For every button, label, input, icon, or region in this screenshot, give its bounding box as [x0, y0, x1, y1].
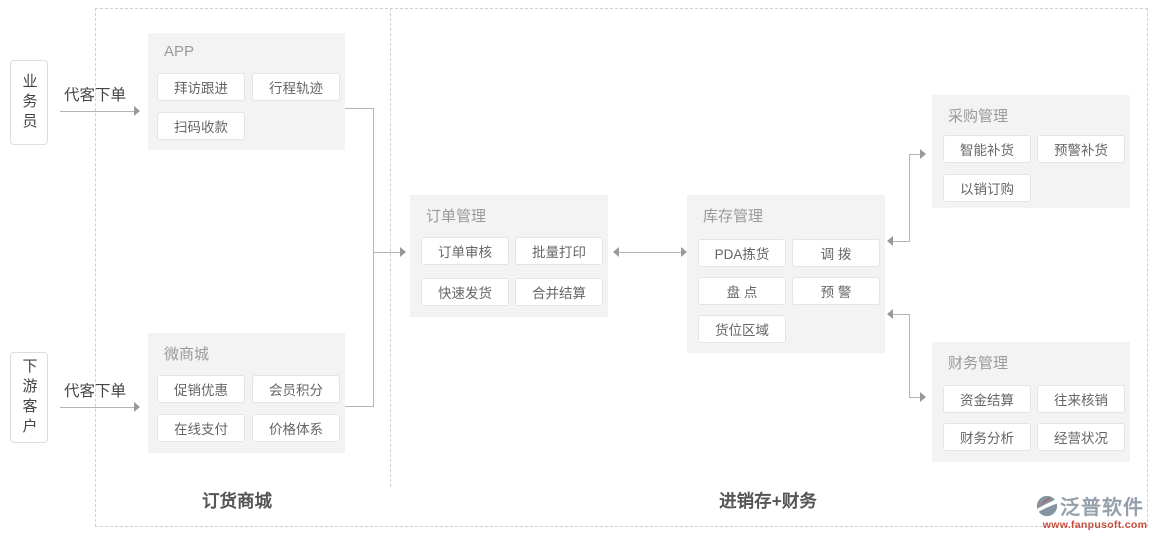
actor-downstream-customer: 下游客户 [10, 352, 48, 443]
diagram-dashed-border [95, 8, 1148, 527]
feature-member-points: 会员积分 [252, 375, 340, 403]
arrow-salesperson-to-app [60, 111, 136, 112]
panel-finance-management: 财务管理 资金结算 往来核销 财务分析 经营状况 [932, 342, 1130, 462]
arrowhead-icon [887, 309, 893, 319]
panel-purchase-management: 采购管理 智能补货 预警补货 以销订购 [932, 95, 1130, 208]
feature-fund-settlement: 资金结算 [943, 385, 1031, 413]
connector-inventory-purchase-vertical [909, 154, 910, 242]
connector-inventory-purchase-top [909, 154, 921, 155]
arrowhead-icon [920, 149, 926, 159]
arrow-customer-to-mall [60, 407, 136, 408]
panel-purchase-title: 采购管理 [948, 108, 1009, 125]
section-label-invoicing-finance: 进销存+财务 [719, 491, 817, 511]
feature-price-system: 价格体系 [252, 414, 340, 442]
fanpu-logo-icon [1036, 495, 1058, 517]
panel-micro-mall-title: 微商城 [164, 346, 210, 363]
panel-inventory-management: 库存管理 PDA拣货 调 拨 盘 点 预 警 货位区域 [687, 195, 885, 353]
feature-smart-replenish: 智能补货 [943, 135, 1031, 163]
connector-inventory-finance-top [893, 314, 910, 315]
connector-into-order [373, 252, 401, 253]
arrowhead-icon [920, 392, 926, 402]
connector-app-out [345, 108, 374, 109]
connector-inventory-purchase-bottom [893, 241, 910, 242]
feature-scan-collect: 扫码收款 [157, 112, 245, 140]
panel-app-title: APP [164, 43, 195, 60]
feature-visit-follow-up: 拜访跟进 [157, 73, 245, 101]
connector-mall-out [345, 406, 374, 407]
arrowhead-icon [134, 106, 140, 116]
feature-storage-zone: 货位区域 [698, 315, 786, 343]
feature-account-writeoff: 往来核销 [1037, 385, 1125, 413]
feature-order-by-sales: 以销订购 [943, 174, 1031, 202]
panel-inventory-title: 库存管理 [703, 208, 764, 225]
flow-label-order-on-behalf-top: 代客下单 [64, 87, 127, 104]
feature-order-review: 订单审核 [421, 237, 509, 265]
panel-micro-mall: 微商城 促销优惠 会员积分 在线支付 价格体系 [148, 333, 345, 453]
arrowhead-icon [400, 247, 406, 257]
panel-finance-title: 财务管理 [948, 355, 1009, 372]
section-divider-line [390, 8, 391, 487]
feature-pda-picking: PDA拣货 [698, 239, 786, 267]
feature-batch-print: 批量打印 [515, 237, 603, 265]
connector-merge-vertical [373, 108, 374, 407]
connector-inventory-finance-vertical [909, 314, 910, 398]
connector-order-inventory [618, 252, 682, 253]
feature-fast-shipping: 快速发货 [421, 278, 509, 306]
feature-finance-analysis: 财务分析 [943, 423, 1031, 451]
feature-stocktaking: 盘 点 [698, 277, 786, 305]
connector-inventory-finance-bottom [909, 397, 921, 398]
feature-operating-status: 经营状况 [1037, 423, 1125, 451]
actor-salesperson: 业务员 [10, 60, 48, 145]
feature-promotion: 促销优惠 [157, 375, 245, 403]
arrowhead-icon [613, 247, 619, 257]
panel-order-management: 订单管理 订单审核 批量打印 快速发货 合并结算 [410, 195, 608, 317]
section-label-order-mall: 订货商城 [202, 491, 272, 511]
feature-trip-track: 行程轨迹 [252, 73, 340, 101]
fanpu-logo-url: www.fanpusoft.com [1042, 519, 1148, 531]
feature-merge-settle: 合并结算 [515, 278, 603, 306]
feature-alert: 预 警 [792, 277, 880, 305]
fanpu-logo-text: 泛普软件 [1060, 497, 1144, 519]
fanpu-logo: 泛普软件 www.fanpusoft.com [1036, 491, 1160, 531]
feature-online-pay: 在线支付 [157, 414, 245, 442]
flow-label-order-on-behalf-bottom: 代客下单 [64, 383, 127, 400]
feature-transfer: 调 拨 [792, 239, 880, 267]
arrowhead-icon [134, 402, 140, 412]
feature-alert-replenish: 预警补货 [1037, 135, 1125, 163]
panel-order-title: 订单管理 [426, 208, 487, 225]
panel-app: APP 拜访跟进 行程轨迹 扫码收款 [148, 33, 345, 150]
arrowhead-icon [681, 247, 687, 257]
arrowhead-icon [887, 236, 893, 246]
